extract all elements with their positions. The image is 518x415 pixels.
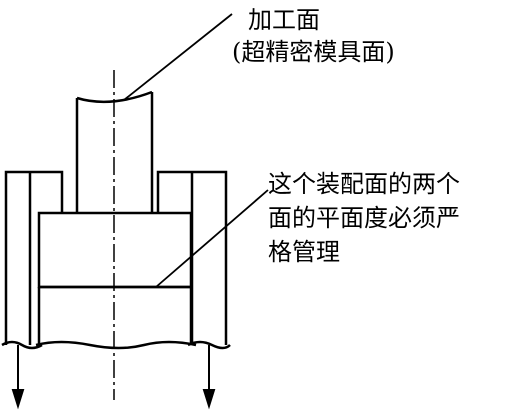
mating-surface-note-line2: 面的平面度必须严 [268,204,460,232]
leader-line-machined-surface [123,13,233,101]
leader-lines [123,13,269,288]
break-lines [1,340,231,350]
break-line-left [1,340,43,350]
lower-block [37,285,193,345]
left-arrow-head [11,389,25,410]
leader-line-mating-surface [155,189,269,288]
punch-machined-top [76,90,153,104]
mating-surface-note-line3: 格管理 [268,238,340,266]
mating-surface-note-line1: 这个装配面的两个 [268,170,460,198]
break-line-right [187,340,231,350]
machined-surface-sublabel: (超精密模具面) [232,38,395,66]
punch [75,90,154,213]
right-arrow-head [202,389,216,410]
break-line-center [35,340,197,350]
machined-surface-label: 加工面 [248,6,320,34]
down-arrows [11,345,216,410]
left-guide-wall [4,170,64,345]
